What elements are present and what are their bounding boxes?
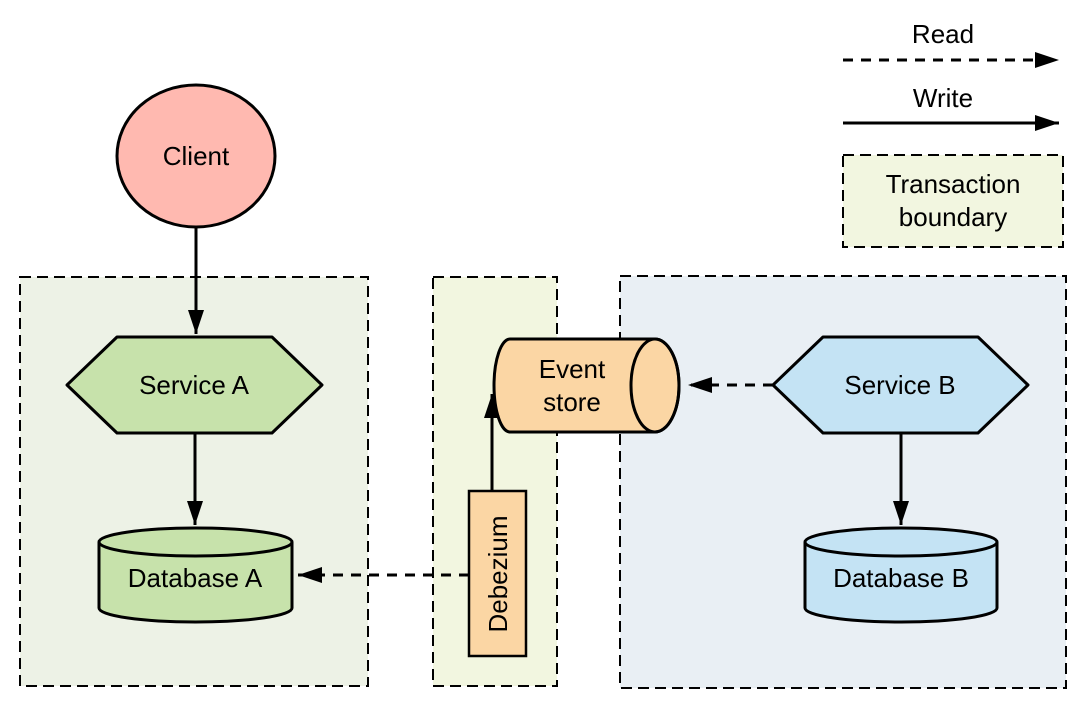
service-b-hexagon xyxy=(771,335,1030,435)
legend-transaction-boundary-box xyxy=(842,154,1064,248)
event-store-cylinder-rim xyxy=(629,337,681,434)
service-b-label: Service B xyxy=(844,370,955,400)
service-a-label: Service A xyxy=(139,370,249,400)
legend-write-label: Write xyxy=(913,83,973,113)
debezium-rectangle xyxy=(467,489,528,658)
legend: Read Write Transaction boundary xyxy=(842,19,1064,248)
client-ellipse xyxy=(115,83,277,229)
node-service-a: Service A xyxy=(65,335,324,435)
database-a-cylinder xyxy=(97,526,294,624)
event-store-cylinder xyxy=(492,337,681,434)
service-a-hexagon xyxy=(65,335,324,435)
node-service-b: Service B xyxy=(771,335,1030,435)
event-store-label-line1: Event xyxy=(539,354,606,384)
database-b-cylinder-rim xyxy=(803,541,999,558)
debezium-label: Debezium xyxy=(483,515,513,632)
event-store-label-line2: store xyxy=(543,387,601,417)
database-a-label: Database A xyxy=(128,563,263,593)
node-database-a: Database A xyxy=(97,526,294,624)
node-client: Client xyxy=(115,83,277,229)
database-a-cylinder-rim xyxy=(97,541,294,558)
legend-boundary-label-line2: boundary xyxy=(899,202,1007,232)
database-b-label: Database B xyxy=(833,563,969,593)
node-debezium: Debezium xyxy=(467,489,528,658)
database-b-cylinder xyxy=(803,526,999,624)
legend-boundary-label-line1: Transaction xyxy=(886,169,1021,199)
node-event-store: Event store xyxy=(492,337,681,434)
legend-read-label: Read xyxy=(912,19,974,49)
client-label: Client xyxy=(163,141,230,171)
node-database-b: Database B xyxy=(803,526,999,624)
